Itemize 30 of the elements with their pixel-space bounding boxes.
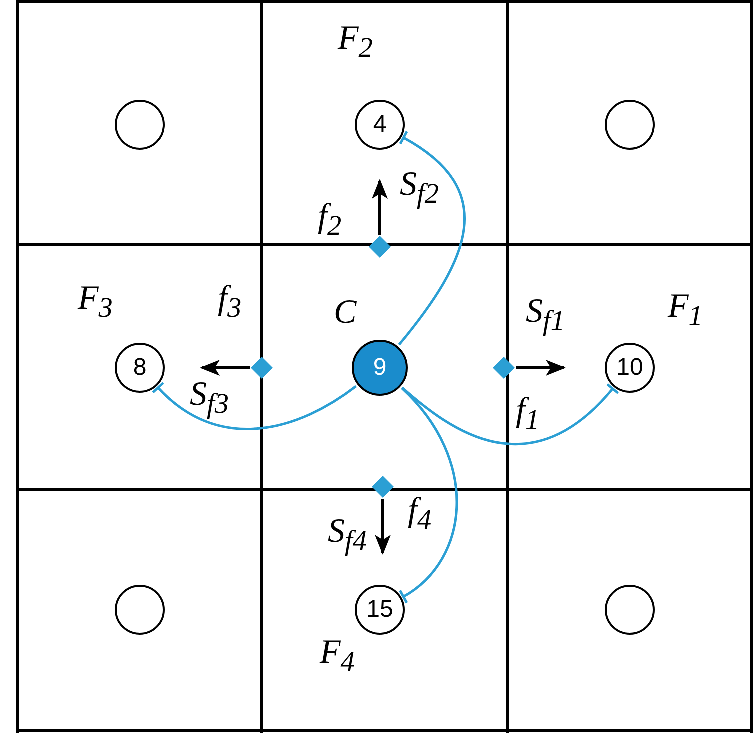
- cell-centre-circle: 4: [355, 100, 405, 150]
- face-point-diamond: [493, 357, 515, 379]
- cell-label: F$_{4}$: [320, 636, 355, 678]
- normal-vector-label: S$_{f4}$: [328, 515, 368, 556]
- empty-cell-circle: [115, 100, 165, 150]
- cell-centre-circle: 10: [605, 343, 655, 393]
- cell-centre-circle: 8: [115, 343, 165, 393]
- normal-vector-label: S$_{f1}$: [526, 295, 566, 336]
- cell-label: F$_{1}$: [668, 290, 703, 332]
- empty-cell-circle: [115, 585, 165, 635]
- connector-curve: [402, 382, 620, 446]
- face-point-diamond: [369, 236, 391, 258]
- connector-curve: [398, 387, 458, 604]
- face-label: f$_{1}$: [516, 394, 540, 436]
- normal-vector-label: S$_{f3}$: [190, 378, 230, 420]
- cell-centre-circle: 9: [352, 340, 408, 396]
- connector-curve: [152, 382, 358, 430]
- cell-label: F$_{2}$: [338, 22, 373, 64]
- cell-label: F$_{3}$: [78, 282, 113, 324]
- face-point-diamond: [372, 476, 394, 498]
- face-label: f$_{4}$: [408, 494, 432, 536]
- empty-cell-circle: [605, 100, 655, 150]
- face-label: f$_{3}$: [218, 282, 242, 324]
- cell-centre-circle: 15: [355, 585, 405, 635]
- normal-vector-label: S$_{f2}$: [400, 168, 440, 210]
- cell-label: C: [334, 296, 357, 330]
- connector-curve: [398, 130, 466, 346]
- empty-cell-circle: [605, 585, 655, 635]
- face-label: f$_{2}$: [318, 200, 342, 242]
- face-point-diamond: [251, 357, 273, 379]
